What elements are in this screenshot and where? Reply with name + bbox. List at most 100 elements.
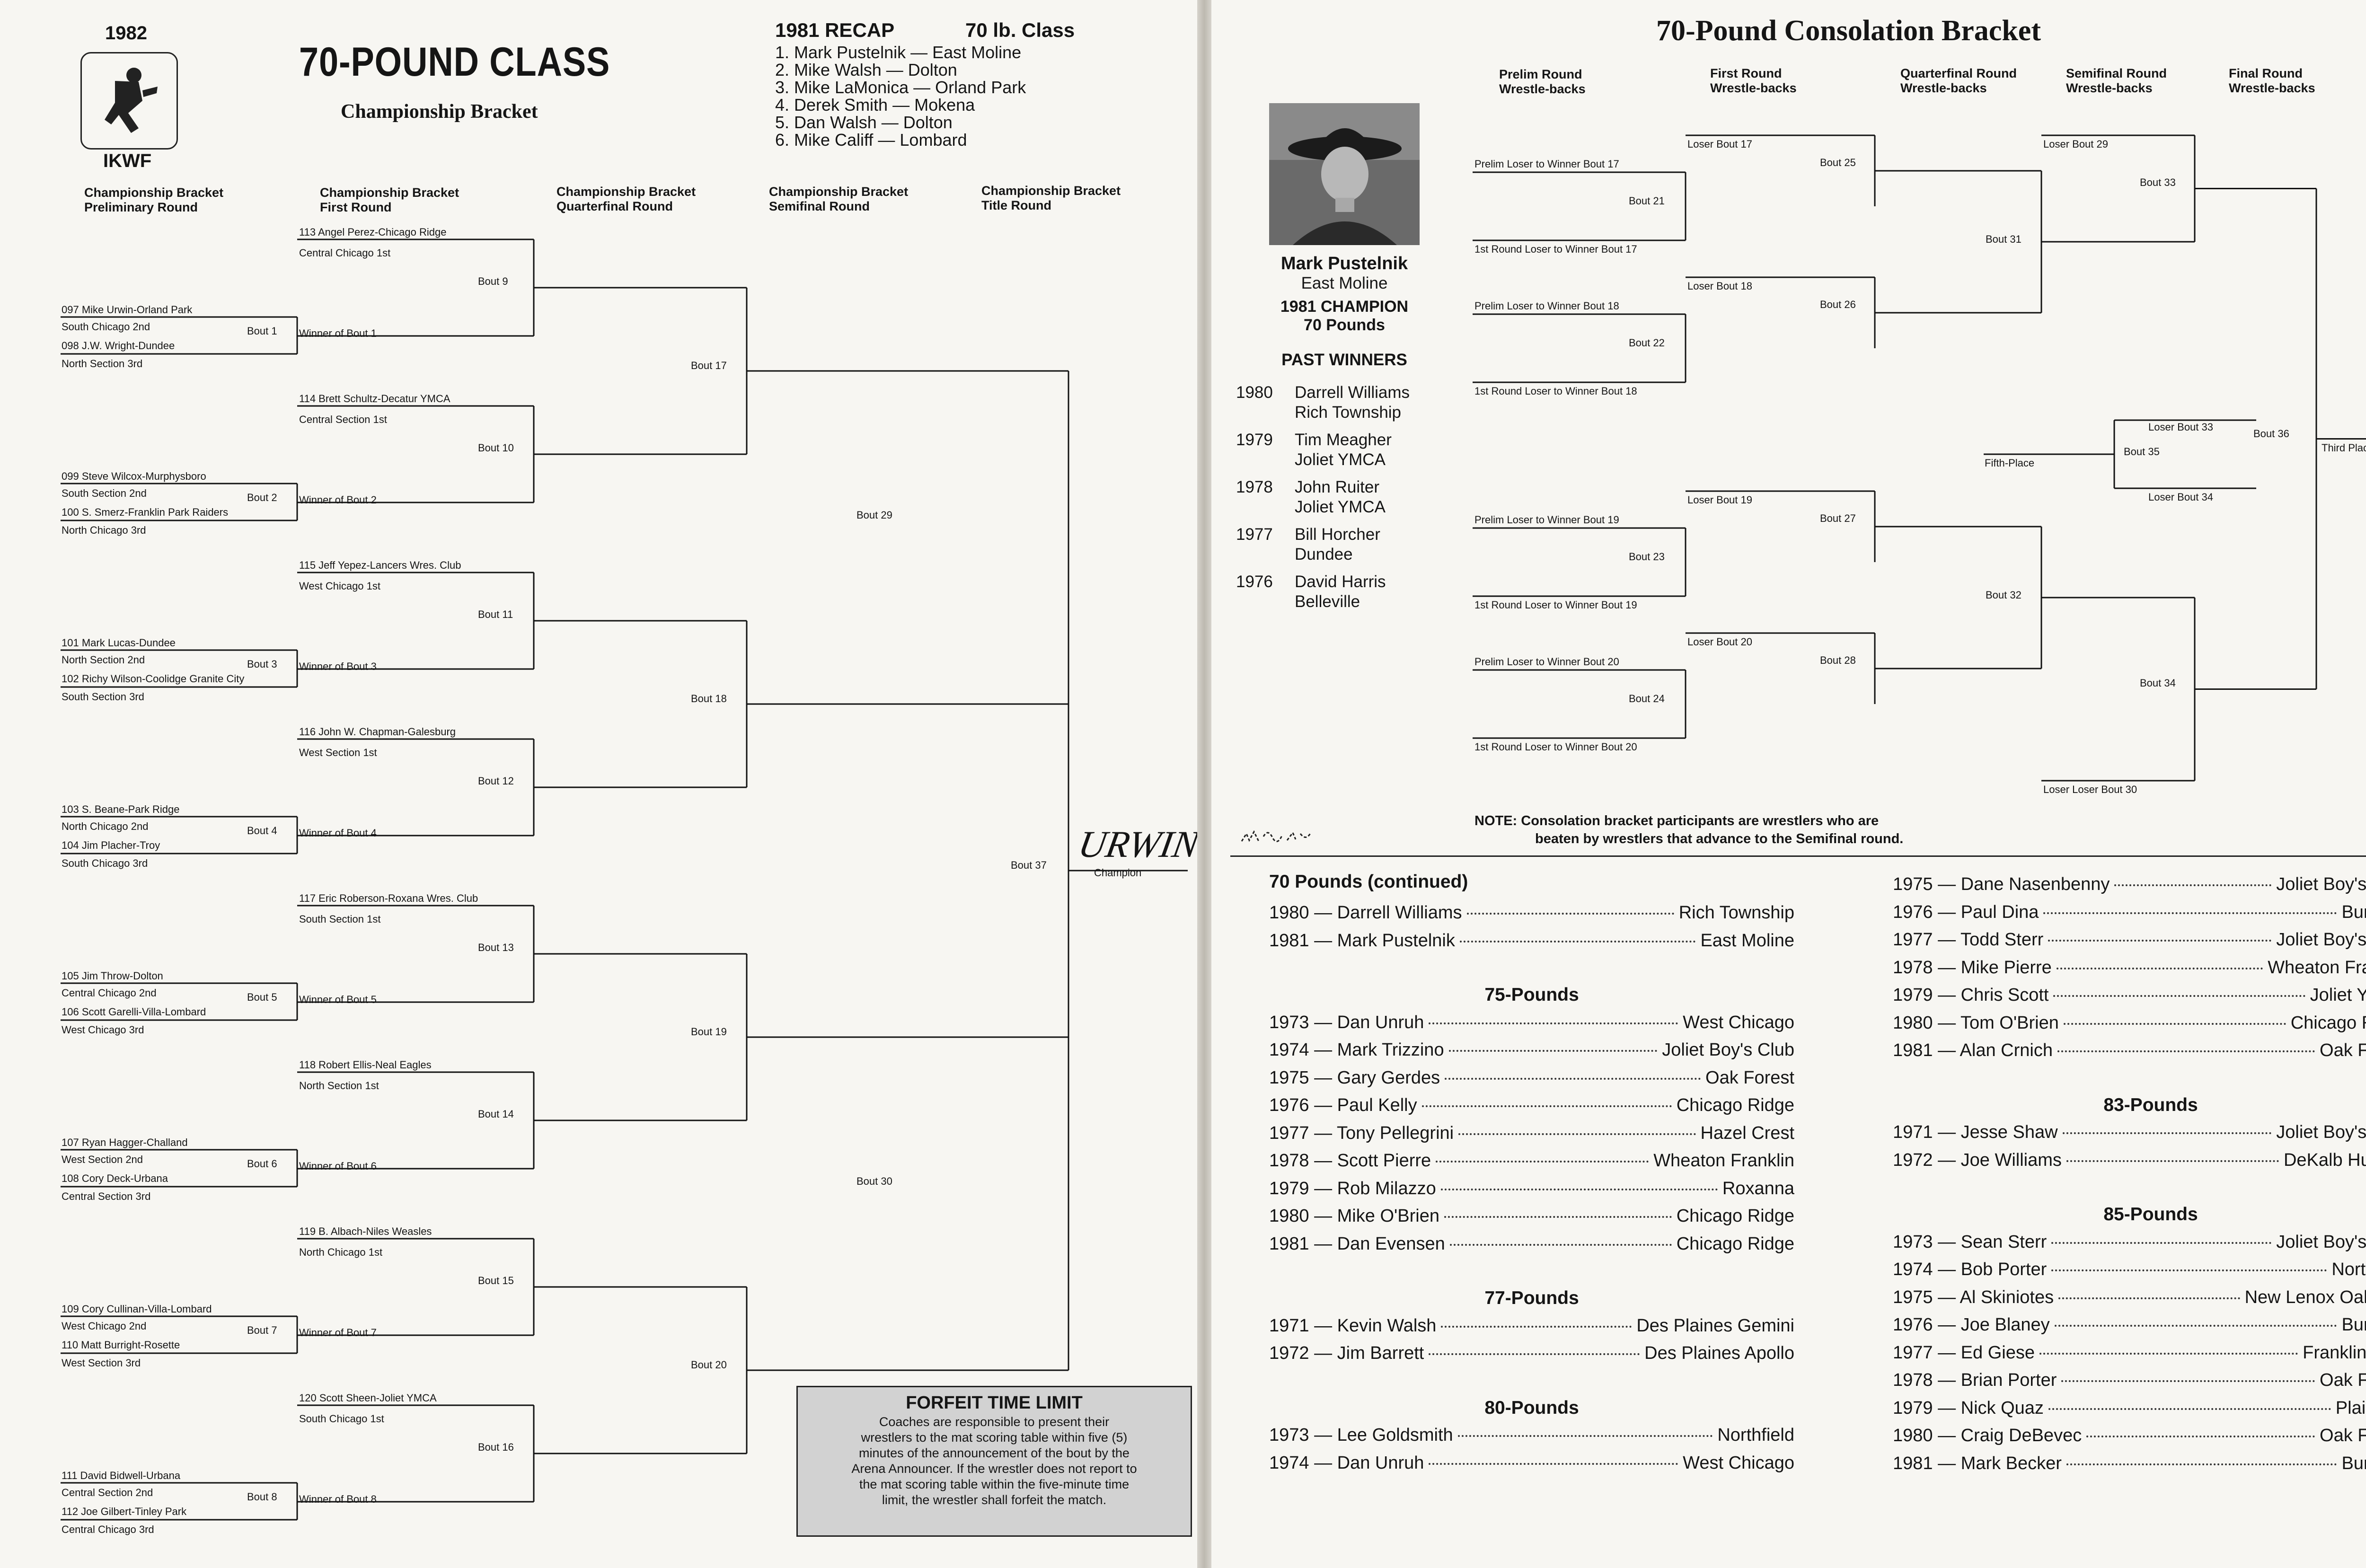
champion-info: Mark Pustelnik East Moline 1981 CHAMPION…: [1269, 254, 1420, 370]
winner-of-bout: Winner of Bout 5: [299, 994, 377, 1005]
bout-label: Bout 10: [478, 442, 514, 454]
winner-of-bout: Winner of Bout 7: [299, 1327, 377, 1339]
past-winner-name: John Ruiter: [1295, 478, 1379, 496]
champion-year-name: 1979 — Chris Scott: [1893, 985, 2049, 1005]
prelim-wrestler: 098 J.W. Wright-Dundee: [62, 340, 175, 352]
champion-year-name: 1971 — Kevin Walsh: [1269, 1315, 1437, 1336]
seed-section: South Chicago 1st: [299, 1413, 384, 1425]
weight-class-heading: 80-Pounds: [1484, 1397, 1579, 1418]
bout-label: Bout 28: [1820, 654, 1856, 666]
bout-label: Bout 24: [1629, 693, 1665, 705]
bout-label: Bout 14: [478, 1108, 514, 1120]
prelim-wrestler: 100 S. Smerz-Franklin Park Raiders: [62, 506, 229, 518]
prelim-section: North Section 3rd: [62, 358, 143, 370]
seed-wrestler: 114 Brett Schultz-Decatur YMCA: [299, 393, 450, 405]
bout-label: Bout 17: [691, 360, 727, 371]
champion-year-name: 1977 — Ed Giese: [1893, 1342, 2035, 1363]
bout-label: Bout 22: [1629, 337, 1665, 349]
forfeit-notice: FORFEIT TIME LIMIT Coaches are responsib…: [796, 1386, 1192, 1537]
seed-wrestler: 115 Jeff Yepez-Lancers Wres. Club: [299, 559, 461, 571]
champion-year-name: 1974 — Mark Trizzino: [1269, 1040, 1444, 1060]
champion-year-name: 1978 — Brian Porter: [1893, 1370, 2057, 1390]
prelim-section: North Section 2nd: [62, 654, 145, 666]
ikwf-logo: [80, 52, 178, 150]
leader-dots: [2062, 1132, 2272, 1134]
seed-wrestler: 120 Scott Sheen-Joliet YMCA: [299, 1392, 437, 1404]
forfeit-line: wrestlers to the mat scoring table withi…: [861, 1430, 1128, 1445]
past-winner-name: David Harris: [1295, 573, 1386, 591]
champion-year-name: 1981 — Mark Pustelnik: [1269, 930, 1455, 951]
prelim-wrestler: 101 Mark Lucas-Dundee: [62, 637, 176, 649]
bout-label: Bout 9: [478, 275, 508, 287]
leader-dots: [2054, 1325, 2337, 1327]
recap-item: 2. Mike Walsh — Dolton: [775, 60, 957, 79]
recap-heading: 1981 RECAP: [775, 19, 895, 41]
champion-club: West Chicago: [1683, 1453, 1794, 1473]
champion-club: Rich Township: [1678, 903, 1794, 923]
loser-entry: Loser Bout 19: [1687, 494, 1752, 506]
champion-club: Burbank: [2341, 1315, 2366, 1335]
champion-year-name: 1973 — Sean Sterr: [1893, 1232, 2047, 1252]
champion-signature: URWIN: [1075, 824, 1197, 865]
recap-item: 5. Dan Walsh — Dolton: [775, 113, 953, 132]
champion-year-name: 1980 — Tom O'Brien: [1893, 1013, 2059, 1033]
champion-club: Chicago Ridge: [1676, 1206, 1794, 1226]
loser-entry: Loser Bout 33: [2148, 421, 2213, 433]
leader-dots: [1445, 1077, 1701, 1080]
champion-club: Joliet Boy's Club: [2276, 874, 2366, 894]
bout-label: Bout 19: [691, 1026, 727, 1038]
bout-label: Bout 16: [478, 1441, 514, 1453]
champion-row: 1976 — Paul DinaBurbank: [1893, 902, 2366, 930]
loser-entry: Loser Bout 18: [1687, 280, 1752, 292]
champion-club: Oak Forest: [2320, 1040, 2366, 1060]
forfeit-line: limit, the wrestler shall forfeit the ma…: [882, 1493, 1107, 1507]
winner-of-bout: Winner of Bout 3: [299, 661, 377, 672]
seed-section: North Chicago 1st: [299, 1246, 383, 1258]
champion-year-name: 1973 — Lee Goldsmith: [1269, 1425, 1453, 1445]
cons-entry: Prelim Loser to Winner Bout 17: [1474, 158, 1619, 170]
champion-year-name: 1972 — Joe Williams: [1893, 1150, 2062, 1170]
seed-section: Central Section 1st: [299, 414, 387, 425]
seed-wrestler: 116 John W. Chapman-Galesburg: [299, 726, 456, 738]
champion-name: Mark Pustelnik: [1280, 254, 1408, 273]
bout-label: Bout 13: [478, 942, 514, 953]
leader-dots: [2114, 884, 2272, 886]
leader-dots: [1449, 1243, 1672, 1246]
champion-year-name: 1976 — Paul Dina: [1893, 902, 2039, 922]
champion-year-name: 1972 — Jim Barrett: [1269, 1343, 1424, 1363]
bout-label: Bout 32: [1986, 589, 2022, 601]
champion-town: East Moline: [1301, 274, 1388, 292]
champion-club: Joliet YMCA: [2310, 985, 2366, 1005]
leader-dots: [2061, 1380, 2315, 1382]
recap-item: 4. Derek Smith — Mokena: [775, 95, 975, 115]
champion-club: Oak Forest: [1705, 1067, 1794, 1088]
seed-section: South Section 1st: [299, 913, 381, 925]
loser-entry: Loser Bout 29: [2043, 138, 2108, 150]
bout-label: Bout 33: [2140, 176, 2176, 188]
bout-label: Bout 18: [691, 693, 727, 705]
leader-dots: [2057, 1050, 2315, 1052]
leader-dots: [1459, 940, 1696, 943]
leader-dots: [2053, 995, 2305, 997]
prelim-wrestler: 112 Joe Gilbert-Tinley Park: [62, 1506, 187, 1517]
champion-year-name: 1971 — Jesse Shaw: [1893, 1122, 2058, 1142]
champion-club: Chicago Ridge: [2290, 1013, 2366, 1033]
prelim-wrestler: 110 Matt Burright-Rosette: [62, 1339, 180, 1351]
org-label: IKWF: [103, 150, 152, 171]
forfeit-line: Coaches are responsible to present their: [879, 1415, 1110, 1429]
forfeit-line: Arena Announcer. If the wrestler does no…: [851, 1462, 1137, 1476]
leader-dots: [2058, 1297, 2240, 1299]
consolation-title: 70-Pound Consolation Bracket: [1656, 15, 2041, 47]
leader-dots: [2066, 1160, 2279, 1162]
cons-entry: 1st Round Loser to Winner Bout 17: [1474, 243, 1637, 255]
leader-dots: [1436, 1161, 1649, 1163]
champion-year-name: 1974 — Bob Porter: [1893, 1260, 2047, 1279]
